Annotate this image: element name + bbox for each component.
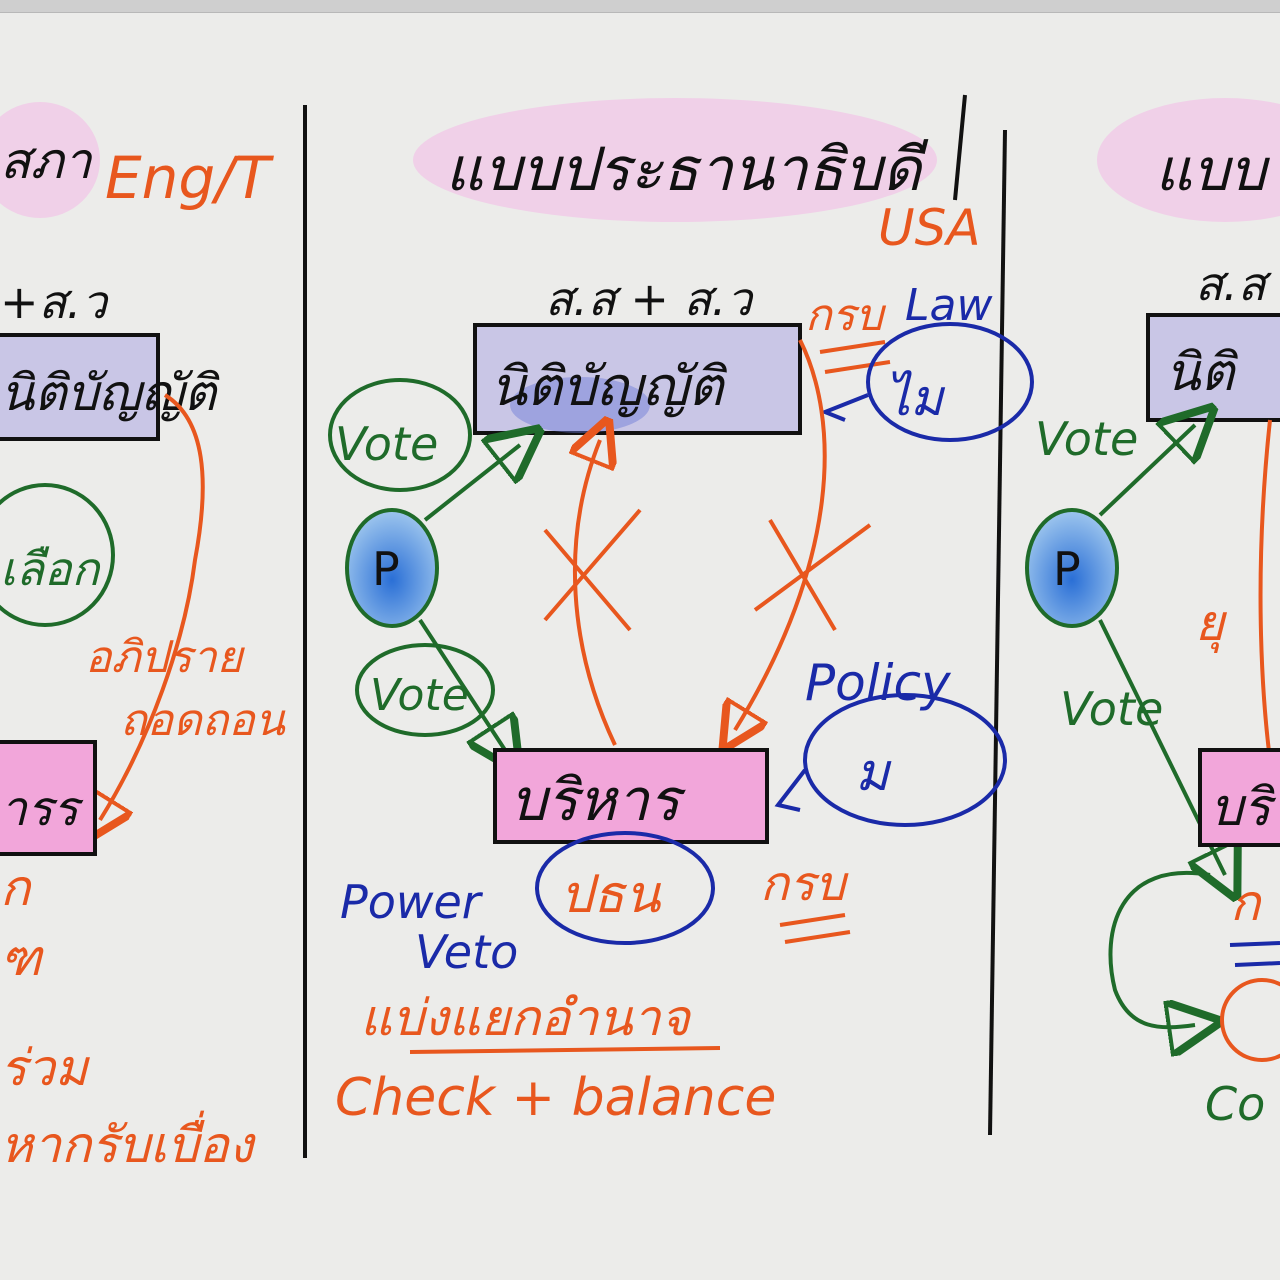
right-people-label: P: [1053, 542, 1081, 596]
middle-arrow-parl-to-exec: [735, 339, 827, 730]
left-bottom-line4: หากรับเบื่อง: [0, 1110, 257, 1174]
middle-executive-label: บริหาร: [510, 766, 687, 834]
middle-parliament-label: นิติบัญญัติ: [490, 355, 727, 418]
middle-vote-arrow-top: [423, 445, 520, 522]
right-loop-arrow: [1108, 871, 1210, 1027]
middle-parliament-box: [473, 323, 802, 435]
middle-separation-note: แบ่งแยกอำนาจ: [360, 989, 693, 1047]
middle-policy-sign: ม: [855, 743, 892, 803]
left-elect-oval: [0, 483, 115, 627]
middle-person-oval: [535, 831, 715, 945]
middle-title: แบบประธานาธิบดี: [445, 135, 929, 205]
middle-law-label: กรบ: [805, 290, 886, 341]
divider-right: [988, 129, 1007, 1136]
middle-bottom-right-underline-1: [779, 913, 846, 927]
right-executive-box: [1198, 748, 1280, 847]
middle-policy-label: Policy: [805, 654, 952, 712]
middle-veto-label: Veto: [415, 925, 518, 979]
left-title-suffix: Eng/T: [105, 144, 275, 212]
right-orange-line: [1258, 419, 1272, 761]
middle-cross-left: [543, 508, 642, 632]
left-panel: สภา Eng/T +ส.ว นิติบัญญัติ เลือก อภิปราย…: [0, 102, 287, 1174]
middle-vote-top: Vote: [335, 417, 438, 471]
right-people-node: [1025, 508, 1119, 628]
middle-power-label: Power: [340, 875, 484, 929]
middle-separation-underline: [409, 1046, 721, 1054]
left-parliament-label: นิติบัญญัติ: [0, 364, 220, 422]
left-parliament-box: [0, 333, 160, 441]
middle-vote-bottom: Vote: [370, 670, 469, 721]
middle-cross-right: [753, 518, 872, 632]
middle-signature-label: ไม: [885, 369, 946, 427]
left-bottom-line1: ก: [0, 859, 33, 917]
right-panel: แบบ ส.ส นิติ Vote P Vote ยุ บริ ก Co: [1025, 98, 1280, 1131]
left-executive-box: [0, 740, 97, 856]
right-executive-label: บริ: [1210, 778, 1277, 838]
right-top-label: ส.ส: [1195, 257, 1273, 311]
middle-person-label: ปธน: [560, 865, 662, 925]
middle-policy-pointer: [774, 768, 807, 812]
right-bottom-caption: Co: [1205, 1077, 1265, 1131]
middle-arrow-exec-to-parl: [575, 440, 615, 746]
right-title-highlight: [1097, 98, 1280, 222]
middle-vote-bottom-oval: [355, 643, 495, 737]
middle-policy-oval: [803, 693, 1007, 827]
middle-vote-top-oval: [328, 378, 472, 492]
middle-top-label: ส.ส + ส.ว: [545, 272, 755, 326]
right-vote-bottom: Vote: [1060, 682, 1163, 736]
middle-vote-arrow-bottom: [418, 618, 505, 750]
middle-people-label: P: [372, 542, 400, 596]
left-bottom-line3: ร่วม: [0, 1039, 91, 1097]
middle-signature-oval: [866, 322, 1034, 442]
middle-executive-box: [493, 748, 769, 844]
left-title-highlight: [0, 102, 100, 218]
left-elect-label: เลือก: [0, 542, 102, 596]
middle-law-underline-2: [824, 360, 891, 374]
right-blue-underline-1: [1229, 941, 1280, 947]
middle-country: USA: [878, 199, 981, 257]
right-parliament-label: นิติ: [1165, 343, 1238, 403]
right-blue-underline-2: [1234, 961, 1280, 967]
middle-check-balance: Check + balance: [335, 1068, 776, 1128]
left-note-line1: อภิปราย: [85, 632, 246, 683]
left-title: สภา: [0, 132, 93, 190]
middle-bottom-right-label: กรบ: [760, 856, 849, 912]
right-vote-arrow-top: [1098, 425, 1195, 517]
middle-signature-pointer: [819, 393, 869, 422]
left-executive-label: ารร: [0, 781, 84, 837]
left-orange-arrow: [100, 393, 205, 820]
window-top-bar: [0, 0, 1280, 13]
right-bottom-note: ก: [1230, 874, 1263, 932]
right-vote-top: Vote: [1035, 412, 1138, 466]
right-title: แบบ: [1155, 136, 1270, 204]
left-top-label: +ส.ว: [0, 275, 110, 329]
middle-title-highlight: [413, 98, 937, 222]
middle-panel: แบบประธานาธิบดี USA ส.ส + ส.ว นิติบัญญัต…: [328, 98, 1034, 1128]
right-side-note: ยุ: [1195, 594, 1228, 654]
middle-law-underline-1: [819, 340, 886, 354]
left-note-line2: ถอดถอน: [120, 695, 287, 746]
left-bottom-line2: ฑ: [0, 929, 44, 987]
middle-people-node: [345, 508, 439, 628]
middle-bottom-right-underline-2: [784, 930, 851, 944]
divider-right-top: [953, 94, 967, 201]
right-orange-circle: [1220, 978, 1280, 1062]
